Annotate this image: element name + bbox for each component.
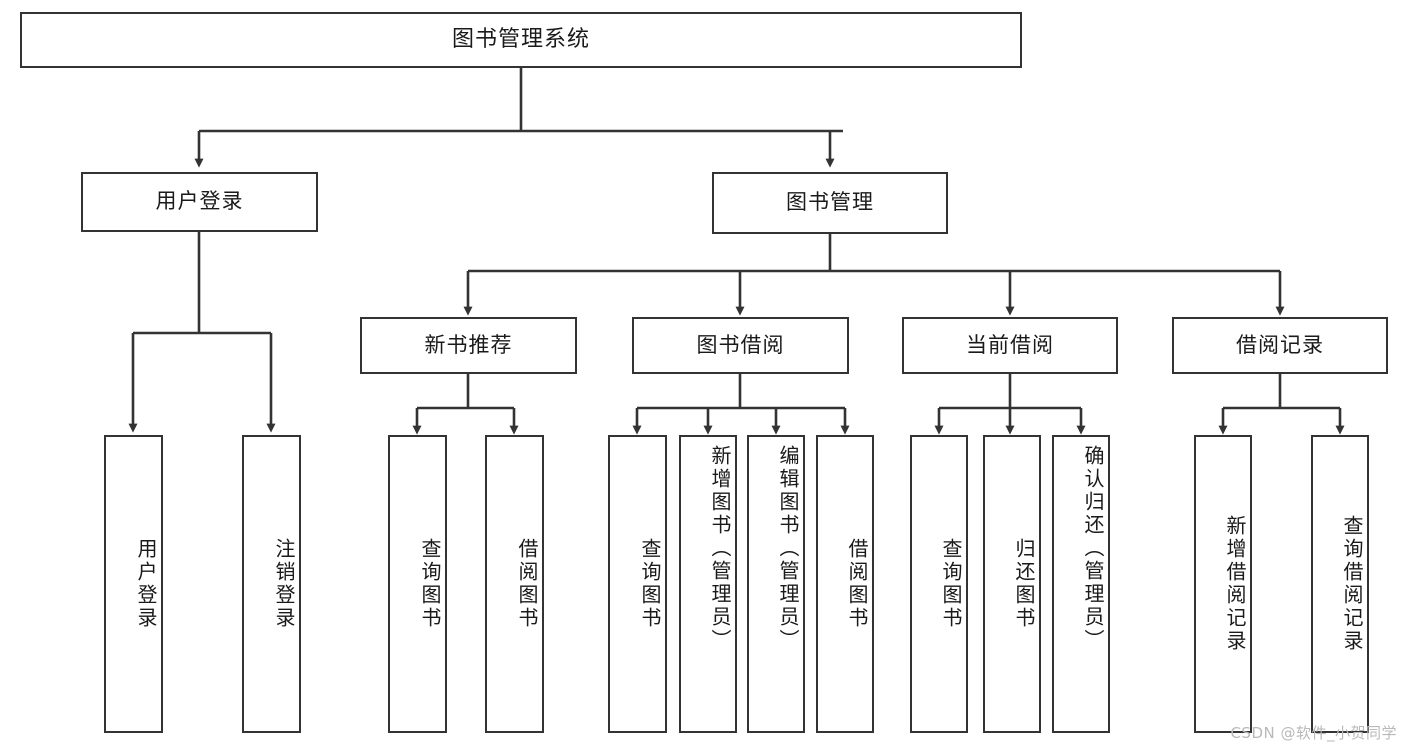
node-book-borrow[interactable]: 图书借阅 [632, 317, 849, 374]
node-current-borrow[interactable]: 当前借阅 [902, 317, 1118, 374]
leaf-user-login-logout[interactable]: 注销登录 [242, 435, 301, 733]
leaf-new-book-borrow[interactable]: 借阅图书 [485, 435, 544, 733]
leaf-current-borrow-query[interactable]: 查询图书 [910, 435, 968, 733]
leaf-current-borrow-return[interactable]: 归还图书 [983, 435, 1041, 733]
leaf-current-borrow-confirm-return[interactable]: 确认归还（管理员） [1052, 435, 1110, 733]
leaf-new-book-query[interactable]: 查询图书 [388, 435, 447, 733]
watermark-text: CSDN @软件_小贺同学 [1230, 724, 1397, 742]
node-new-book-recommend[interactable]: 新书推荐 [360, 317, 577, 374]
leaf-borrow-record-query[interactable]: 查询借阅记录 [1311, 435, 1369, 733]
node-root-system[interactable]: 图书管理系统 [20, 12, 1022, 68]
node-borrow-record[interactable]: 借阅记录 [1172, 317, 1388, 374]
leaf-book-borrow-query[interactable]: 查询图书 [608, 435, 667, 733]
node-book-management[interactable]: 图书管理 [712, 172, 948, 234]
leaf-borrow-record-add[interactable]: 新增借阅记录 [1194, 435, 1252, 733]
node-user-login[interactable]: 用户登录 [81, 172, 318, 232]
leaf-user-login-login[interactable]: 用户登录 [104, 435, 163, 733]
leaf-book-borrow-add[interactable]: 新增图书（管理员） [679, 435, 737, 733]
leaf-book-borrow-edit[interactable]: 编辑图书（管理员） [747, 435, 805, 733]
leaf-book-borrow-borrow[interactable]: 借阅图书 [816, 435, 874, 733]
